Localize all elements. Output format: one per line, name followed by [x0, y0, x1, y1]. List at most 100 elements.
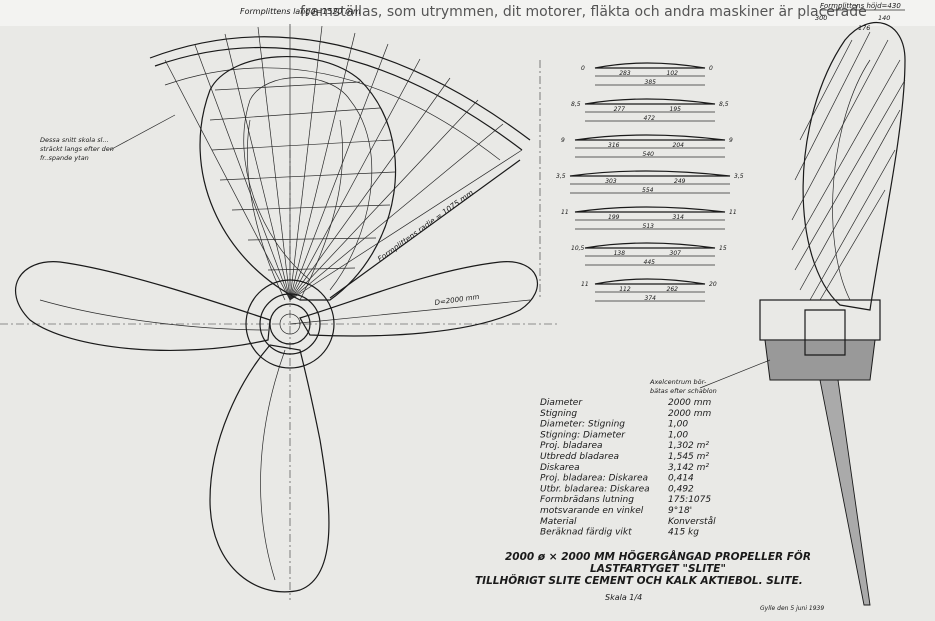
section-profile: [594, 62, 706, 69]
hub-ring: [259, 293, 321, 355]
spec-label: motsvarande en vinkel: [540, 506, 644, 516]
spec-value: 1,00: [668, 420, 688, 430]
section-profile: [584, 98, 716, 105]
title-line-2: LASTFARTYGET "SLITE": [590, 563, 726, 575]
hub-note-2: bätas efter schablon: [650, 387, 717, 395]
spec-value: 415 kg: [668, 528, 699, 538]
blade-left: [15, 261, 271, 351]
hub-bore: [279, 313, 301, 335]
spec-label: Beräknad färdig vikt: [540, 528, 632, 538]
spec-row: Diameter: Stigning 1,00: [540, 420, 688, 430]
section-total-value: 445: [644, 259, 656, 266]
spec-value: 0,492: [668, 484, 694, 494]
section-total-value: 513: [643, 223, 655, 230]
section-right-value: 8,5: [719, 101, 729, 108]
section-right-value: 0: [709, 65, 713, 72]
section-total-value: 554: [642, 187, 654, 194]
spec-value: 175:1075: [668, 495, 711, 505]
hub-section: [759, 299, 881, 341]
spec-row: Diskarea 3,142 m²: [540, 463, 709, 473]
blade-right: [299, 261, 538, 337]
propeller-front-view: D=2000 mm: [0, 119, 560, 600]
blade-lower: [209, 344, 330, 593]
spec-label: Diameter: [540, 398, 583, 408]
section-profile: [574, 206, 726, 213]
blade-outline: [199, 56, 397, 301]
side-dim-c: 176: [858, 24, 870, 32]
spec-value: Konverstål: [668, 516, 716, 527]
radius-label: Formplittens radie = 1075 mm: [376, 188, 475, 263]
section-profile: [594, 278, 706, 285]
diameter-line: [289, 299, 531, 325]
spec-label: Formbrädans lutning: [540, 495, 634, 505]
section-left-value: 3,5: [556, 173, 566, 180]
spec-row: motsvarande en vinkel 9°18': [540, 506, 692, 516]
section-right-value: 9: [729, 137, 733, 144]
title-line-3: TILLHÖRIGT SLITE CEMENT OCH KALK AKTIEBO…: [475, 573, 803, 587]
spec-label: Stigning: [540, 409, 577, 419]
section-profile: [569, 170, 731, 177]
section-right-value: 15: [719, 245, 727, 252]
spec-label: Diameter: Stigning: [540, 420, 625, 430]
spec-row: Diameter 2000 mm: [540, 398, 712, 408]
spec-row: Formbrädans lutning 175:1075: [540, 495, 711, 505]
spec-label: Stigning: Diameter: [540, 430, 626, 440]
spec-value: 3,142 m²: [668, 463, 709, 473]
section-left-value: 0: [581, 65, 585, 72]
section-a-value: 112: [619, 286, 631, 293]
scale-label: Skala 1/4: [605, 593, 642, 602]
section-left-value: 11: [581, 281, 589, 288]
side-dim-a: 300: [815, 14, 827, 22]
section-left-value: 9: [561, 137, 565, 144]
chord-lines: [209, 81, 396, 271]
radius-line: [329, 159, 521, 299]
signature: Gylle den 5 juni 1939: [760, 605, 824, 612]
section-a-value: 199: [608, 214, 620, 221]
section-total-value: 385: [645, 79, 657, 86]
section-a-value: 303: [605, 178, 617, 185]
section-b-value: 204: [673, 142, 685, 149]
note-line-3: fr..spande ytan: [40, 154, 89, 162]
section-b-value: 314: [673, 214, 685, 221]
section-left-value: 11: [561, 209, 569, 216]
spec-value: 1,545 m²: [668, 452, 709, 462]
spec-label: Diskarea: [540, 463, 580, 473]
arc-inner: [154, 46, 523, 151]
side-hatching: [791, 31, 906, 301]
section-left-value: 8,5: [571, 101, 581, 108]
section-profile: [584, 242, 716, 249]
section-b-value: 307: [670, 250, 682, 257]
spec-value: 9°18': [668, 506, 692, 516]
section-total-value: 374: [645, 295, 657, 302]
section-total-value: 472: [644, 115, 656, 122]
hub-inner: [269, 303, 311, 345]
spec-label: Utbr. bladarea: Diskarea: [540, 484, 650, 494]
section-profile: [574, 134, 726, 141]
side-dim-b: 140: [878, 14, 890, 22]
blade-development: Formplittens langd=1520 mm: [40, 7, 531, 301]
spec-row: Utbr. bladarea: Diskarea 0,492: [540, 484, 694, 494]
diameter-label: D=2000 mm: [434, 293, 480, 307]
blade-root-taper: [819, 379, 871, 606]
section-right-value: 20: [709, 281, 717, 288]
section-a-value: 277: [614, 106, 626, 113]
spec-row: Material Konverstål: [540, 516, 716, 527]
arc-outer: [149, 36, 531, 141]
side-height-label: Formplittens höjd=430: [820, 2, 901, 10]
section-b-value: 195: [670, 106, 682, 113]
spec-value: 2000 mm: [668, 398, 712, 408]
section-right-value: 3,5: [734, 173, 744, 180]
spec-label: Material: [540, 517, 577, 527]
header-text: framställas, som utrymmen, dit motorer, …: [300, 4, 867, 20]
